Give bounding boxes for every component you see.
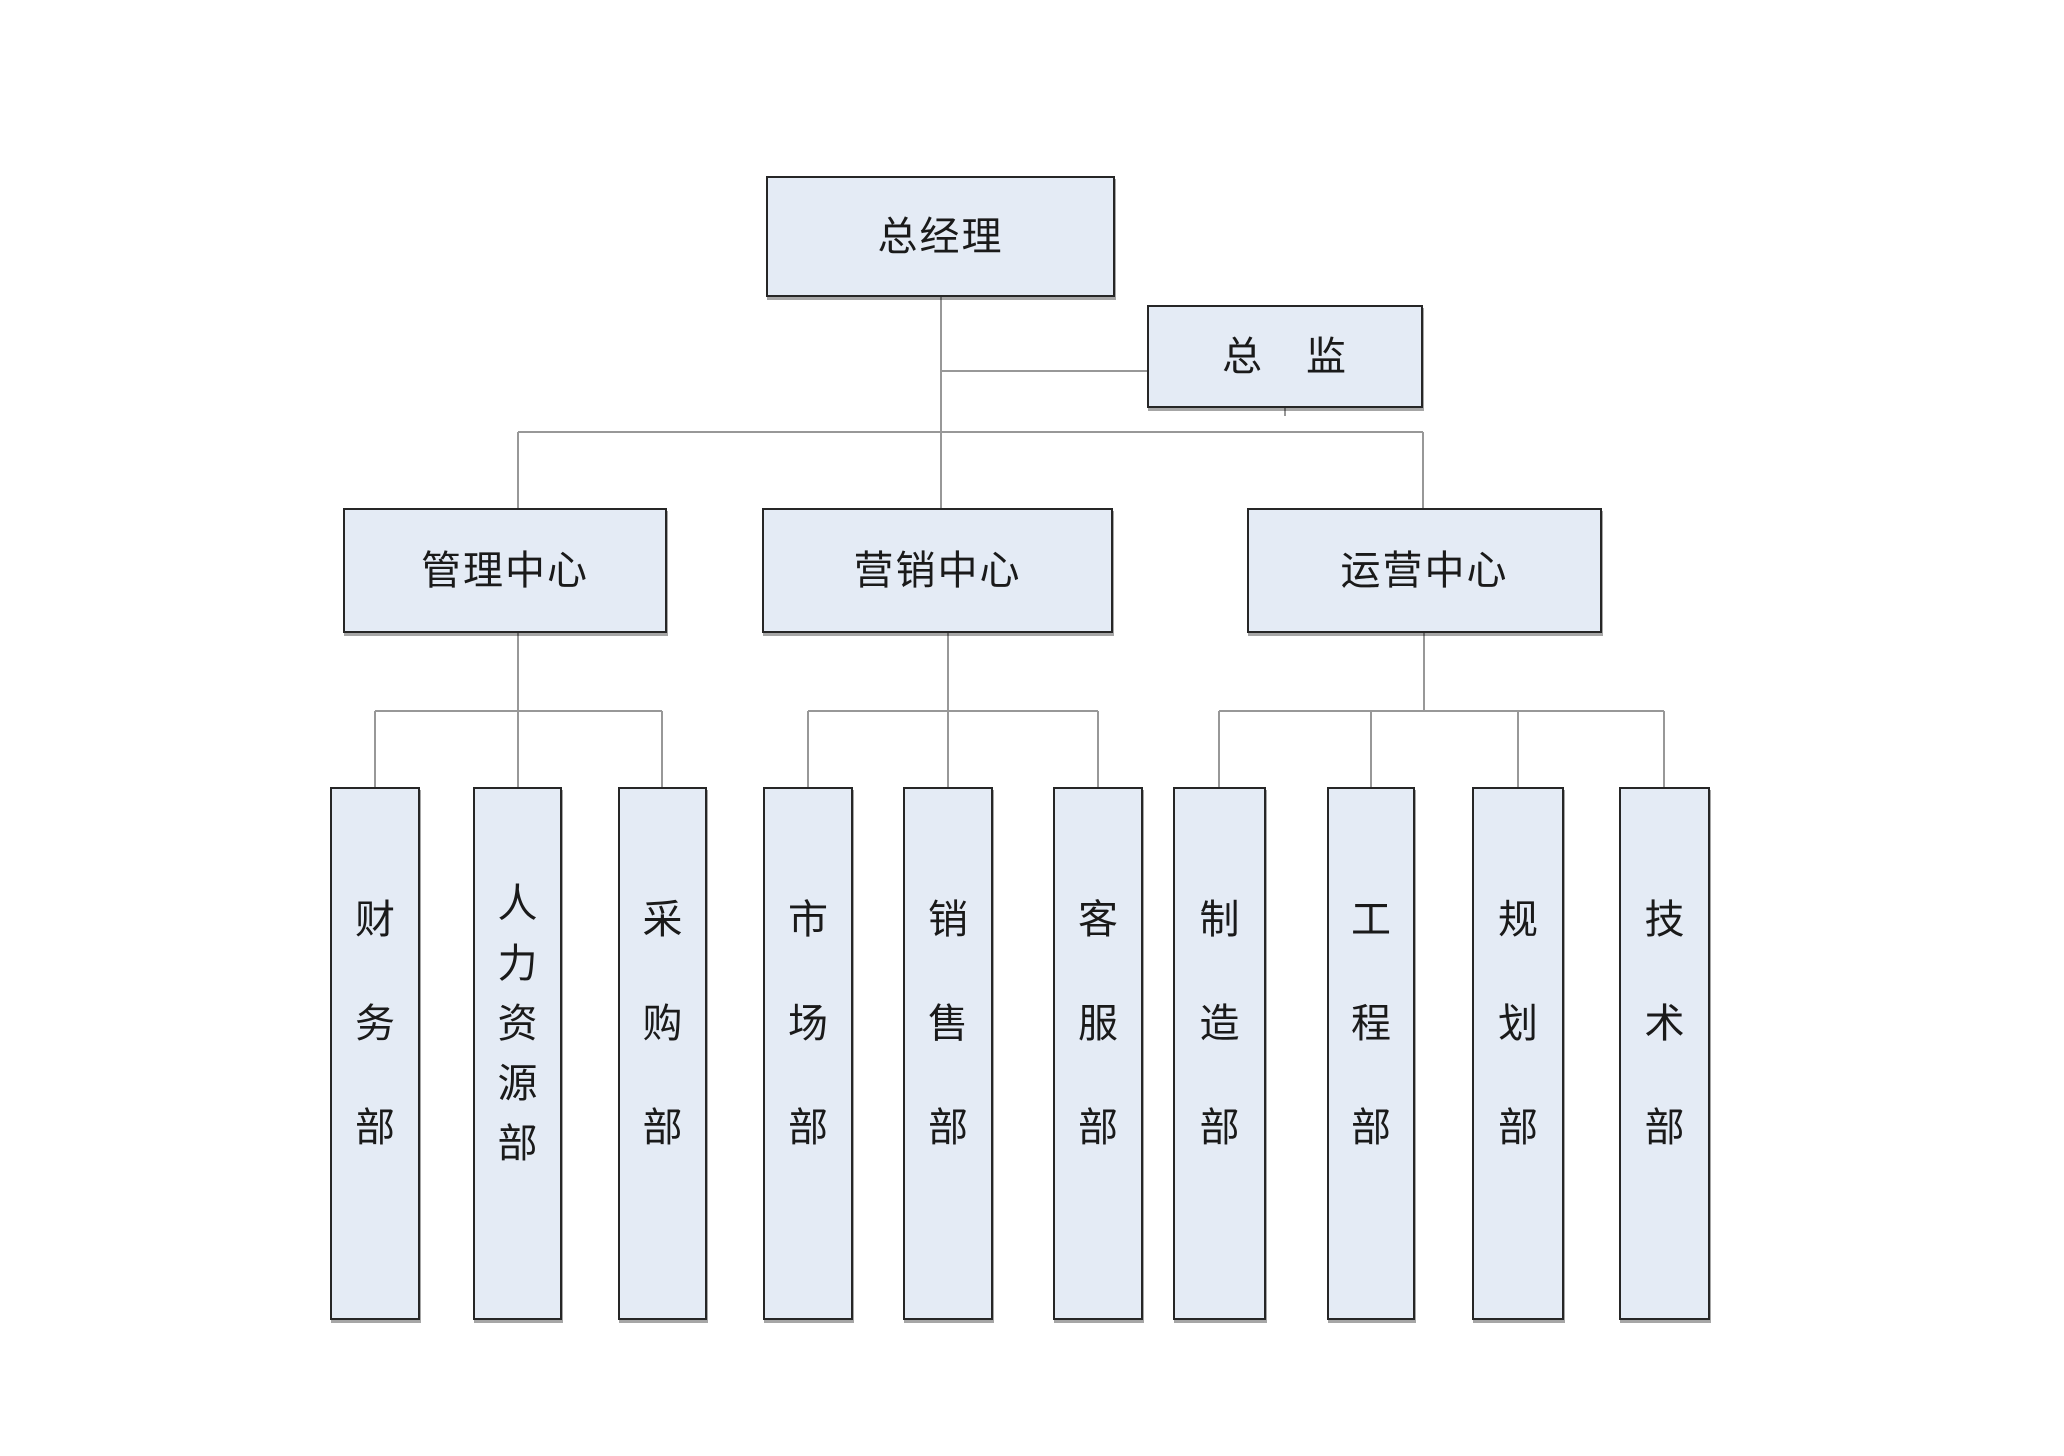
dept-box-technology: 技术部 xyxy=(1619,787,1710,1320)
dept-label-procurement: 采购部 xyxy=(642,896,683,1150)
dept-box-manufacturing: 制造部 xyxy=(1173,787,1266,1320)
dept-box-customer-service: 客服部 xyxy=(1053,787,1143,1320)
general-manager-box: 总经理 xyxy=(766,176,1115,297)
center-box-marketing: 营销中心 xyxy=(762,508,1113,633)
dept-box-market: 市场部 xyxy=(763,787,853,1320)
dept-box-human-resources: 人力资源部 xyxy=(473,787,562,1320)
center-box-management: 管理中心 xyxy=(343,508,667,633)
center-label-management: 管理中心 xyxy=(421,547,589,593)
connector-marketing-group xyxy=(807,633,1099,787)
center-label-operations: 运营中心 xyxy=(1340,547,1509,593)
dept-box-engineering: 工程部 xyxy=(1327,787,1415,1320)
dept-box-planning: 规划部 xyxy=(1472,787,1564,1320)
connector-root-group xyxy=(517,297,1424,508)
center-label-marketing: 营销中心 xyxy=(853,547,1022,593)
dept-label-sales: 销售部 xyxy=(928,896,968,1150)
general-manager-label: 总经理 xyxy=(877,213,1004,259)
dept-label-human-resources: 人力资源部 xyxy=(497,880,538,1166)
dept-label-planning: 规划部 xyxy=(1498,896,1538,1150)
center-box-operations: 运营中心 xyxy=(1247,508,1602,633)
dept-box-procurement: 采购部 xyxy=(618,787,707,1320)
dept-label-technology: 技术部 xyxy=(1644,896,1685,1150)
dept-label-manufacturing: 制造部 xyxy=(1199,896,1240,1150)
director-label: 总 监 xyxy=(1222,333,1348,379)
dept-label-customer-service: 客服部 xyxy=(1078,896,1118,1150)
dept-label-market: 市场部 xyxy=(788,896,828,1150)
director-box: 总 监 xyxy=(1147,305,1423,408)
dept-box-sales: 销售部 xyxy=(903,787,993,1320)
connector-operations-group xyxy=(1218,633,1665,787)
dept-box-finance: 财务部 xyxy=(330,787,420,1320)
dept-label-engineering: 工程部 xyxy=(1351,896,1391,1150)
connector-management-group xyxy=(374,633,663,787)
dept-label-finance: 财务部 xyxy=(355,896,395,1150)
